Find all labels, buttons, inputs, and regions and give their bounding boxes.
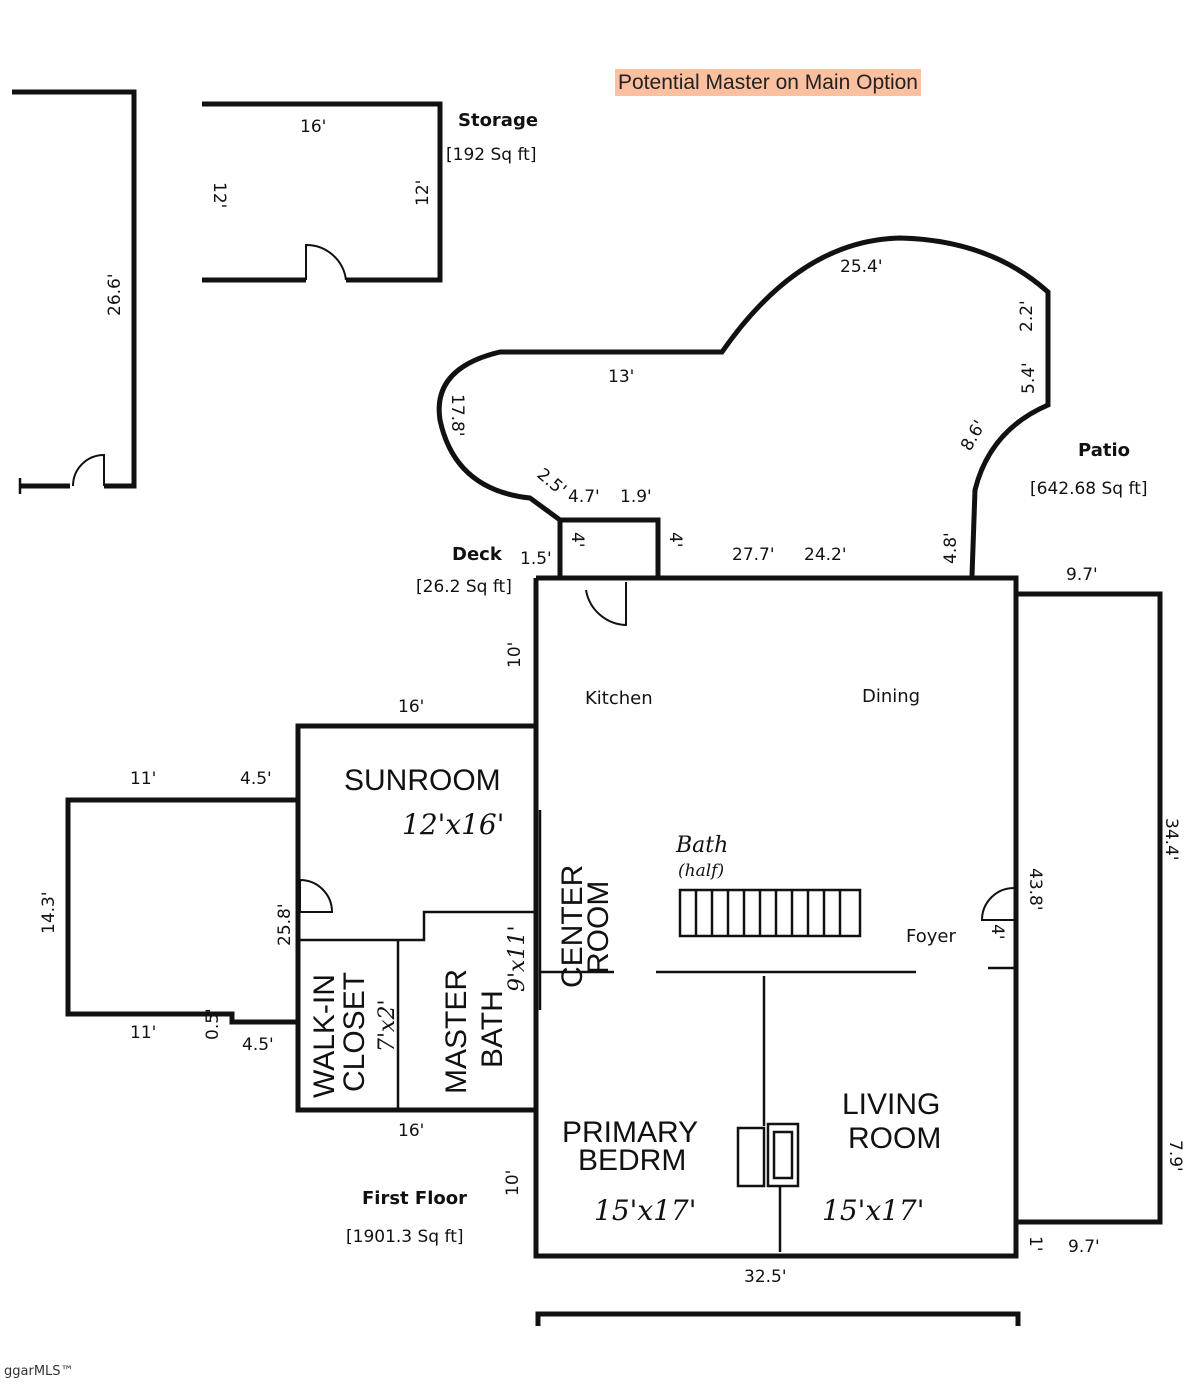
bath-label: Bath xyxy=(675,833,728,858)
dim-garage-right: 34.4' xyxy=(1161,818,1181,861)
svg-text:9'x11': 9'x11' xyxy=(505,926,530,993)
storage-wall xyxy=(202,101,443,283)
first-floor-area: [1901.3 Sq ft] xyxy=(346,1227,464,1247)
dim-patio-left: 17.8' xyxy=(447,394,467,437)
dim-wing-left: 14.3' xyxy=(39,891,59,934)
dim-foyer-4: 4' xyxy=(987,924,1007,940)
left-wing-wall xyxy=(65,797,298,1025)
primary-bedroom-size: 15'x17' xyxy=(594,1194,696,1227)
dim-patio-arc: 25.4' xyxy=(840,257,883,277)
dim-patio-diag: 8.6' xyxy=(957,417,990,454)
main-house-wall xyxy=(533,575,1019,1259)
living-room-size: 15'x17' xyxy=(822,1194,924,1227)
svg-text:ROOM: ROOM xyxy=(582,881,615,974)
svg-text:WALK-IN: WALK-IN xyxy=(308,974,341,1098)
dim-deck-4-7: 4.7' xyxy=(568,487,600,507)
svg-text:7'x2': 7'x2' xyxy=(375,1000,400,1053)
living-room-label-2: ROOM xyxy=(848,1122,941,1155)
dim-bottom-32-5: 32.5' xyxy=(744,1267,787,1287)
dim-wing-4-5b: 4.5' xyxy=(242,1035,274,1055)
dim-wing-11b: 11' xyxy=(130,1023,156,1043)
primary-bedroom-label-1: PRIMARY xyxy=(562,1116,698,1149)
dim-wing-11a: 11' xyxy=(130,769,156,789)
primary-bedroom-label-2: BEDRM xyxy=(578,1144,686,1177)
option-banner: Potential Master on Main Option xyxy=(615,69,921,96)
storage-door xyxy=(305,243,347,281)
garage-wall xyxy=(1016,591,1163,1225)
left-structure-wall xyxy=(12,89,137,489)
kitchen-door xyxy=(585,582,627,627)
deck-label: Deck xyxy=(452,544,503,565)
dim-patio-4-8: 4.8' xyxy=(941,532,961,564)
sunroom-label: SUNROOM xyxy=(344,764,501,797)
patio-label: Patio xyxy=(1078,440,1130,461)
deck-box xyxy=(557,517,661,578)
storage-area: [192 Sq ft] xyxy=(446,145,536,165)
sunroom-wall xyxy=(295,723,536,1113)
dim-kitchen-left: 10' xyxy=(505,642,525,668)
lower-floor-partial xyxy=(535,1311,1021,1326)
dim-sunroom-top: 16' xyxy=(398,697,424,717)
dim-storage-left: 12' xyxy=(209,182,229,208)
svg-text:CLOSET: CLOSET xyxy=(338,972,371,1092)
svg-text:CENTER: CENTER xyxy=(556,865,589,988)
dim-garage-bottom: 9.7' xyxy=(1068,1237,1100,1257)
dim-deck-4a: 4' xyxy=(567,532,587,548)
dining-label: Dining xyxy=(862,686,920,707)
fireplace xyxy=(736,1122,800,1188)
center-room-label: CENTER ROOM xyxy=(556,865,615,988)
foyer-label: Foyer xyxy=(906,926,956,947)
dim-bedroom-left: 10' xyxy=(503,1170,523,1196)
dim-top-27-7: 27.7' xyxy=(732,545,775,565)
dim-garage-small: 1' xyxy=(1025,1236,1045,1252)
dim-patio-right-b: 5.4' xyxy=(1019,362,1039,394)
living-room-label-1: LIVING xyxy=(842,1088,940,1121)
dim-wing-4-5a: 4.5' xyxy=(240,769,272,789)
dim-garage-right-b: 7.9' xyxy=(1165,1140,1185,1172)
dim-left-wall: 26.6' xyxy=(105,273,125,316)
dim-wing-0-5: 0.5' xyxy=(203,1008,223,1040)
master-bath-label: MASTER BATH 9'x11' xyxy=(440,926,530,1095)
sunroom-door xyxy=(299,878,334,913)
dim-patio-right-a: 2.2' xyxy=(1017,300,1037,332)
mls-brand-logo: ggarMLS™ xyxy=(4,1364,74,1379)
bath-note: (half) xyxy=(678,861,724,881)
svg-text:BATH: BATH xyxy=(476,990,509,1068)
patio-area: [642.68 Sq ft] xyxy=(1030,479,1148,499)
sunroom-size: 12'x16' xyxy=(402,808,504,841)
dim-wing-25-8: 25.8' xyxy=(275,903,295,946)
staircase xyxy=(678,888,862,938)
deck-area: [26.2 Sq ft] xyxy=(416,577,512,597)
dim-deck-1-5: 1.5' xyxy=(520,549,552,569)
patio-outline xyxy=(436,235,1051,577)
dim-storage-top: 16' xyxy=(300,117,326,137)
svg-text:MASTER: MASTER xyxy=(440,969,473,1094)
kitchen-label: Kitchen xyxy=(585,688,653,709)
walk-in-closet-label: WALK-IN CLOSET 7'x2' xyxy=(308,972,400,1098)
left-structure-door xyxy=(72,453,105,487)
dim-storage-right: 12' xyxy=(413,180,433,206)
first-floor-label: First Floor xyxy=(362,1188,467,1209)
dim-deck-1-9: 1.9' xyxy=(620,487,652,507)
dim-top-24-2: 24.2' xyxy=(804,545,847,565)
walkin-closet-wall xyxy=(300,910,536,942)
storage-label: Storage xyxy=(458,110,538,131)
foyer-door xyxy=(980,887,1015,921)
dim-patio-top: 13' xyxy=(608,367,634,387)
dim-garage-top: 9.7' xyxy=(1066,565,1098,585)
dim-deck-4b: 4' xyxy=(665,532,685,548)
dim-right-43-8: 43.8' xyxy=(1025,868,1045,911)
dim-patio-small: 2.5' xyxy=(533,465,570,501)
dim-bottom-16: 16' xyxy=(398,1121,424,1141)
